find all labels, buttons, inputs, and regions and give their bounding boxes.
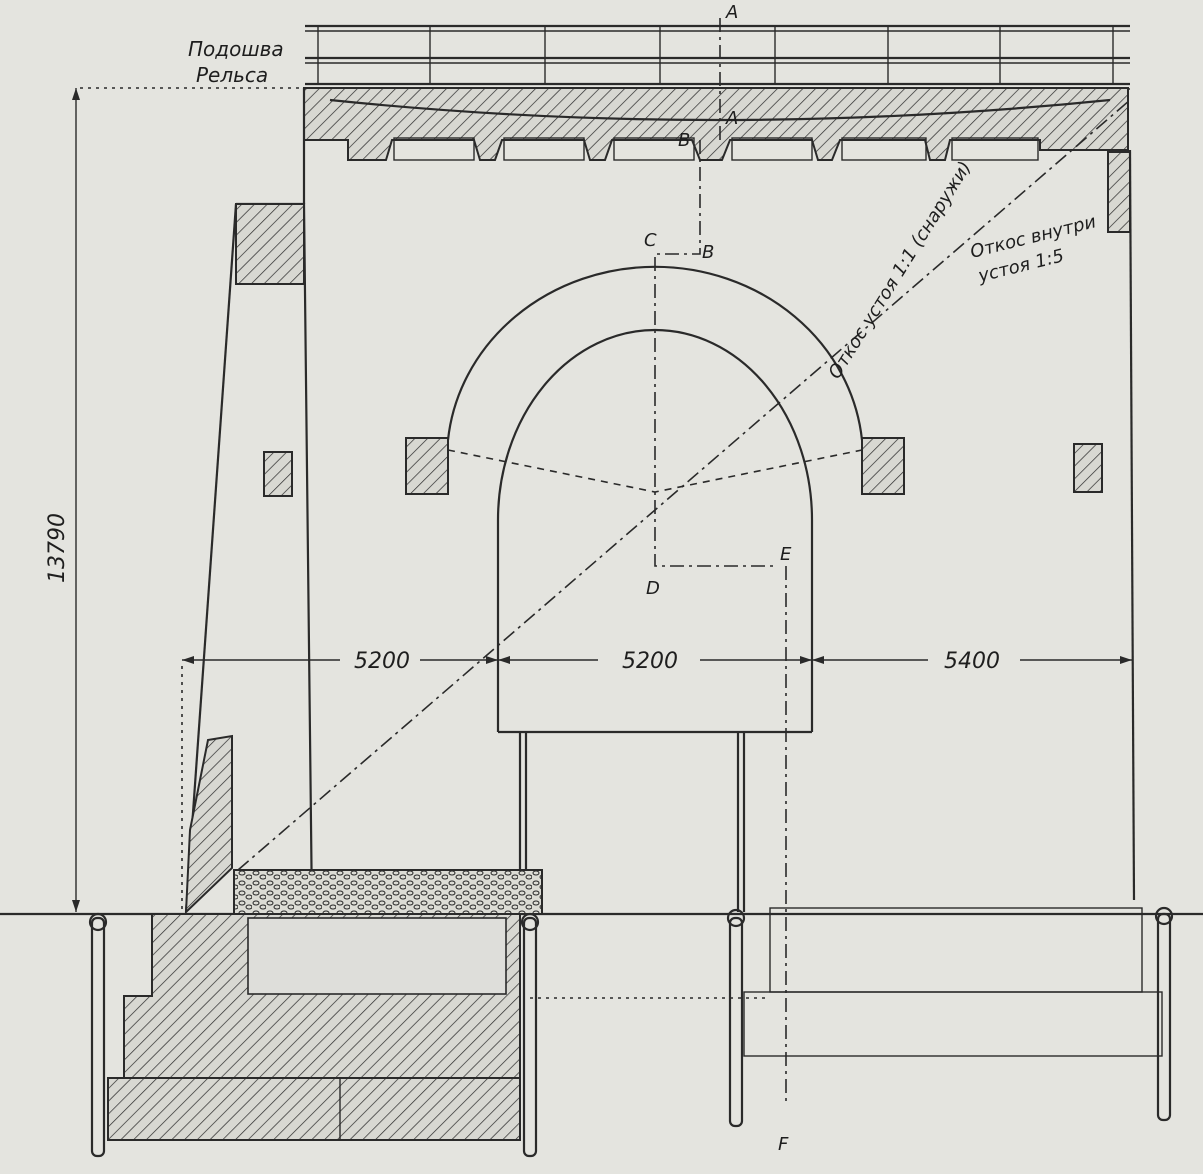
point-e-label: E [780, 544, 792, 565]
right-foundation [743, 907, 1163, 1057]
slope-outside-label: Откос устоя 1:1 (снаружи) [824, 158, 975, 383]
height-dimension [72, 88, 80, 912]
pile [1154, 906, 1174, 1122]
rail-base-label-line1: Подошва [188, 37, 284, 61]
span-middle-label: 5200 [622, 649, 678, 674]
span-right-label: 5400 [944, 649, 1000, 674]
point-f-label: F [778, 1134, 789, 1155]
left-foundation [107, 869, 543, 1141]
piles [88, 906, 1174, 1158]
point-a-deck-label: A [725, 108, 738, 129]
right-abutment [1073, 149, 1136, 901]
point-b-mid-label: B [702, 242, 714, 263]
pile [88, 912, 108, 1158]
span-left-label: 5200 [354, 649, 410, 674]
point-a-top-label: A [725, 2, 738, 23]
height-dimension-label: 13790 [45, 513, 70, 583]
point-d-label: D [646, 578, 660, 599]
point-c-label: C [644, 230, 657, 251]
span-dimension-line [182, 656, 1132, 664]
rail-base-label-line2: Рельса [196, 63, 268, 87]
arch-opening [405, 265, 905, 912]
point-b-deck-label: B [678, 130, 690, 151]
railing [305, 24, 1130, 90]
left-abutment [184, 88, 314, 915]
deck-slab [303, 87, 1131, 233]
pile [520, 912, 540, 1158]
pile [726, 908, 746, 1128]
